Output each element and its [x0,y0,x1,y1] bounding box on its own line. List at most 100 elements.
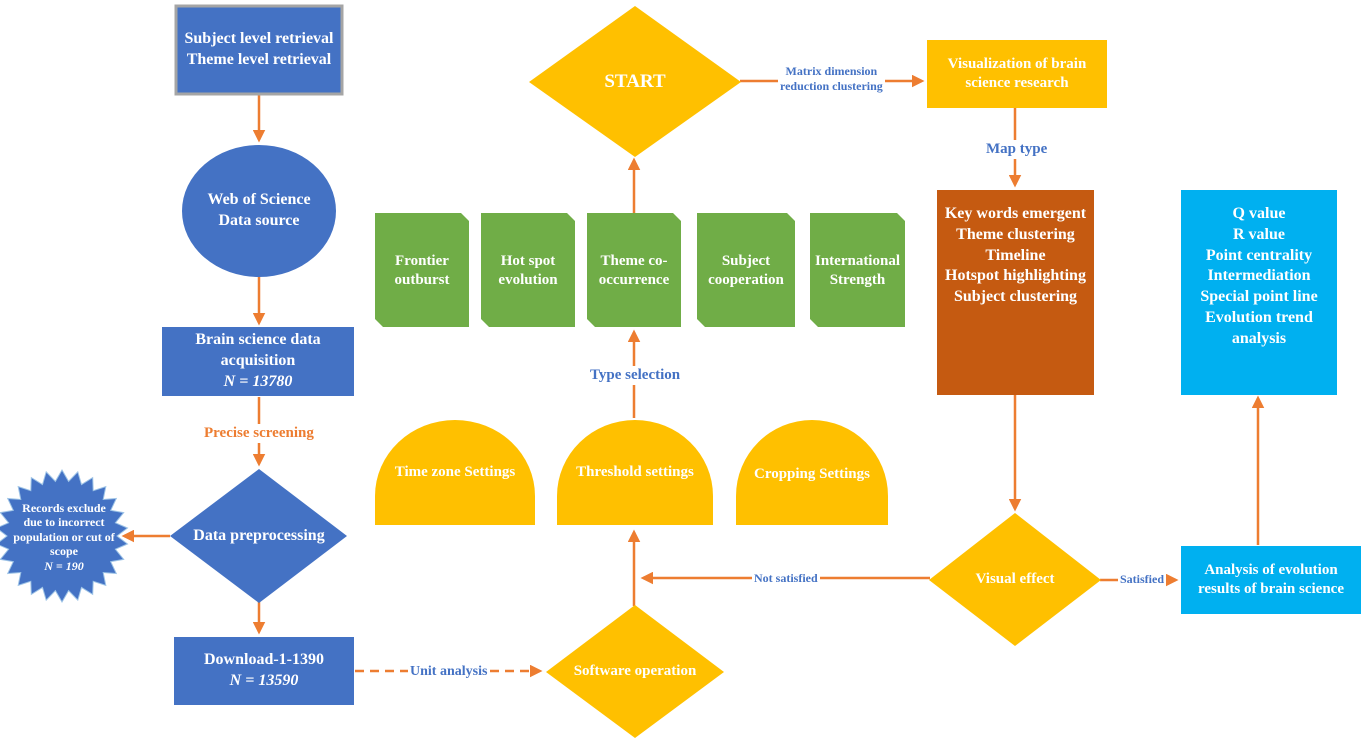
threshold-text: Threshold settings [576,464,694,481]
excluded-line-1: Records exclude [22,501,106,516]
type-subject-line-1: Subject [721,252,771,269]
edge-matrix-line-1: Matrix dimension [785,64,878,78]
excluded-line-3: population or cut of [13,529,115,544]
map-type-hotspot: Hotspot highlighting [945,267,1086,285]
timezone-label: Time zone Settings [375,455,535,491]
map-type-timeline: Timeline [985,246,1046,264]
analysis-box [1181,546,1361,614]
type-international-line-1: International [814,252,900,269]
visual-effect-diamond [929,513,1101,646]
acquisition-box [162,327,354,396]
metric-point-centrality: Point centrality [1205,246,1313,264]
metric-q-value: Q value [1232,205,1286,222]
software-diamond [546,605,724,738]
acquisition-line-1: Brain science data [195,331,321,349]
type-tile-theme [587,213,681,327]
analysis-line-1: Analysis of evolution [1204,561,1338,578]
acquisition-count: N = 13780 [223,372,293,390]
start-text: START [604,70,666,92]
type-subject-label: Subject cooperation [697,236,795,306]
start-label: START [529,62,741,102]
preprocessing-label: Data preprocessing [170,503,348,569]
acquisition-line-2: acquisition [220,352,296,370]
type-frontier-line-2: outburst [394,272,450,288]
cropping-dome [736,420,888,525]
analysis-line-2: results of brain science [1198,581,1344,597]
wos-line-source: Data source [218,212,300,229]
type-subject-line-2: cooperation [708,272,784,288]
metric-evolution-trend-2: analysis [1231,329,1287,347]
visualization-label: Visualization of brain science research [927,40,1107,108]
download-count: N = 13590 [229,672,299,689]
edge-label-precise-screening: Precise screening [202,424,316,443]
type-international-line-2: Strength [829,272,886,288]
type-tile-subject [697,213,795,327]
edge-label-matrix: Matrix dimension reduction clustering [778,64,885,94]
map-type-subject-clustering: Subject clustering [953,288,1078,306]
retrieval-label: Subject level retrieval Theme level retr… [176,6,342,94]
type-tiles [375,213,905,327]
type-hotspot-line-2: evolution [498,272,558,288]
software-label: Software operation [546,640,724,704]
edge-label-unit-analysis: Unit analysis [408,663,490,681]
type-theme-line-2: occurrence [598,272,670,288]
type-tile-international [810,213,905,327]
metric-special-point-line: Special point line [1200,288,1318,306]
excluded-label: Records exclude due to incorrect populat… [4,462,124,612]
visual-effect-text: Visual effect [975,571,1055,588]
timezone-text: Time zone Settings [394,464,516,481]
preprocessing-text: Data preprocessing [193,526,325,544]
download-line-1: Download-1-1390 [203,651,324,669]
type-hotspot-label: Hot spot evolution [481,236,575,306]
retrieval-box [174,4,344,96]
wos-line-name: Web of Science [207,191,311,209]
type-theme-line-1: Theme co- [600,252,668,269]
type-theme-label: Theme co- occurrence [587,236,681,306]
excluded-count: N = 190 [44,558,84,573]
edge-label-map-type: Map type [984,140,1050,159]
cropping-label: Cropping Settings [736,457,888,493]
cropping-text: Cropping Settings [753,466,870,483]
edge-label-not-satisfied: Not satisfied [752,571,820,586]
visualization-box [927,40,1107,108]
edge-matrix-line-2: reduction clustering [780,79,883,93]
excluded-line-2: due to incorrect [23,515,105,530]
metrics-label: Q value R value Point centrality Interme… [1181,204,1337,374]
type-hotspot-line-1: Hot spot [500,252,556,269]
visualization-line-2: science research [965,75,1069,91]
retrieval-line-theme: Theme level retrieval [186,51,332,68]
type-tile-hotspot [481,213,575,327]
metrics-box [1181,190,1337,395]
web-of-science-ellipse [182,145,336,277]
metric-r-value: R value [1232,225,1285,243]
edge-label-type-selection: Type selection [588,366,683,385]
software-text: Software operation [573,663,697,680]
threshold-label: Threshold settings [557,455,713,491]
metric-evolution-trend-1: Evolution trend [1205,308,1313,326]
type-frontier-label: Frontier outburst [375,236,469,306]
preprocessing-diamond [170,469,347,603]
map-types-label: Key words emergent Theme clustering Time… [937,204,1094,334]
visual-effect-label: Visual effect [929,560,1101,600]
excluded-starburst [0,469,129,603]
excluded-line-4: scope [50,544,78,559]
metric-intermediation: Intermediation [1207,267,1311,285]
acquisition-label: Brain science data acquisition N = 13780 [162,327,354,396]
download-box [174,637,354,705]
visualization-line-1: Visualization of brain [947,55,1087,72]
edge-label-satisfied: Satisfied [1118,572,1167,587]
start-diamond [529,6,741,157]
retrieval-line-subject: Subject level retrieval [184,30,334,48]
map-types-box [937,190,1094,395]
timezone-dome [375,420,535,525]
map-type-theme-clustering: Theme clustering [956,225,1075,243]
type-tile-frontier [375,213,469,327]
web-of-science-label: Web of Science Data source [182,145,336,277]
threshold-dome [557,420,713,525]
download-label: Download-1-1390 N = 13590 [174,637,354,705]
map-type-keywords: Key words emergent [944,205,1087,222]
analysis-label: Analysis of evolution results of brain s… [1181,546,1361,614]
type-international-label: International Strength [808,236,907,306]
type-frontier-line-1: Frontier [395,252,449,269]
